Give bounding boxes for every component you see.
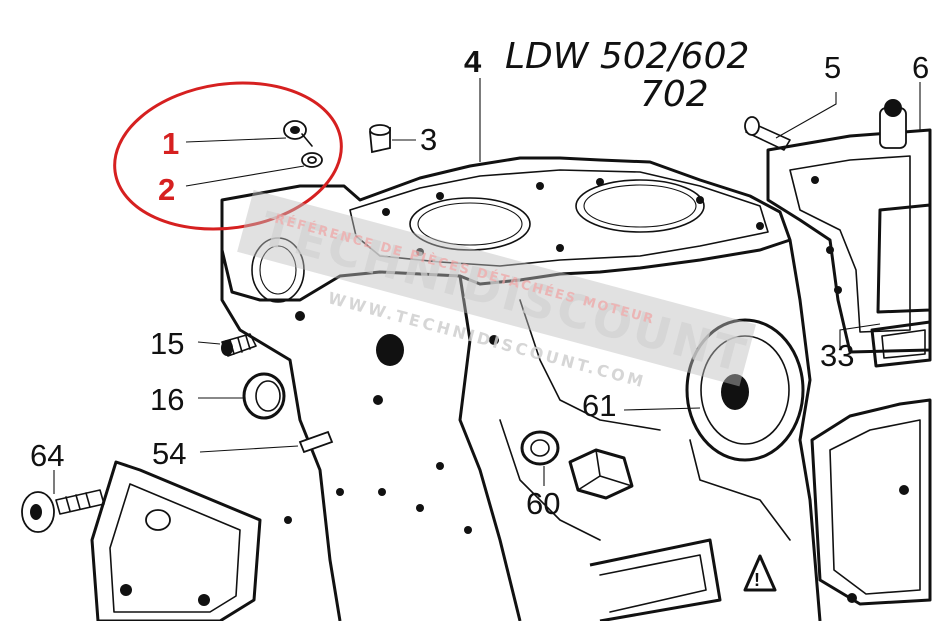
part-2-washer [301, 152, 323, 168]
part-15-plug [221, 333, 257, 357]
callout-15: 15 [150, 326, 184, 361]
callout-4: 4 [464, 44, 482, 79]
callout-6: 6 [912, 50, 929, 85]
part-54-pin [298, 430, 334, 454]
timing-cover-right [810, 398, 932, 606]
callout-54: 54 [152, 436, 186, 471]
callout-33: 33 [820, 338, 854, 373]
part-6-cover [766, 99, 932, 354]
callout-5: 5 [824, 50, 841, 85]
part-1-bolt [283, 120, 313, 147]
part-60-washer [520, 430, 560, 466]
callout-61: 61 [582, 388, 616, 423]
crankcase-block: ! [220, 156, 822, 621]
part-64-cap-screw [21, 489, 105, 533]
callout-64: 64 [30, 438, 64, 473]
callout-16: 16 [150, 382, 184, 417]
part-5-bolt [744, 116, 791, 151]
part-33-gasket [870, 320, 932, 368]
highlight-ellipse [113, 81, 343, 231]
svg-text:!: ! [754, 570, 760, 590]
callout-1: 1 [162, 126, 179, 161]
callout-2: 2 [158, 172, 175, 207]
part-3-bush [369, 124, 391, 154]
mounting-bracket [90, 460, 262, 621]
callout-3: 3 [420, 122, 437, 157]
part-16-seal [242, 372, 286, 420]
callout-60: 60 [526, 486, 560, 521]
leader-lines [53, 78, 921, 494]
model-title-line2: 702 [640, 74, 709, 115]
part-61-hex-plug [568, 448, 634, 500]
model-title-line1: LDW 502/602 [505, 36, 749, 77]
watermark: TECHNIDISCOUNT RÉFÉRENCE DE PIÈCES DÉTAC… [237, 189, 756, 392]
